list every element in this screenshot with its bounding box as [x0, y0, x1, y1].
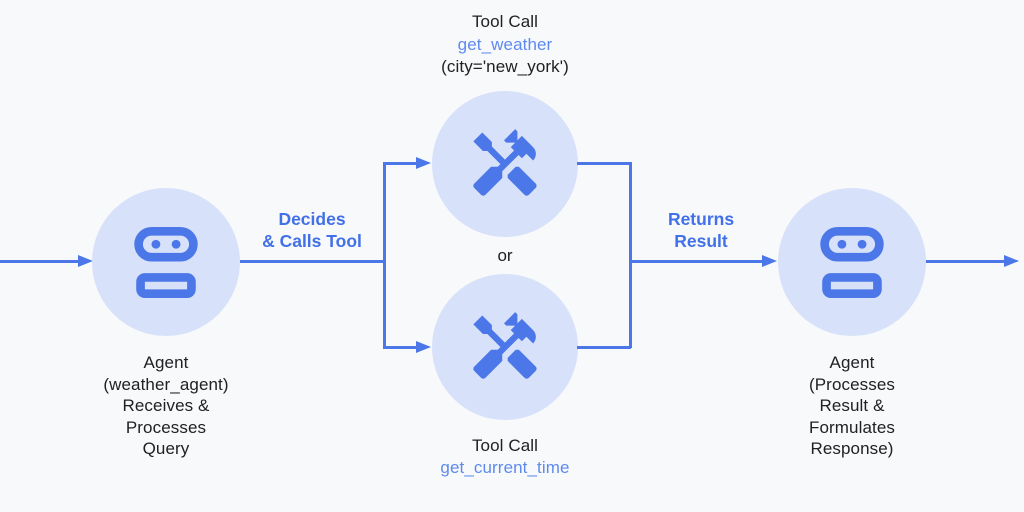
handyman-tools-icon	[473, 312, 537, 379]
connector-to-top-tool	[383, 162, 418, 165]
tool-call-top-title: Tool Call	[471, 12, 539, 31]
agent-left-label: Agent (weather_agent) Receives & Process…	[66, 352, 266, 460]
tool-call-bottom-function: get_current_time	[440, 458, 570, 477]
returns-label-line: Result	[674, 231, 728, 251]
connector-bottom-tool-out	[577, 346, 631, 349]
agent-left-label-line: Agent	[143, 353, 189, 372]
arrowhead-top-tool	[416, 156, 431, 169]
agent-node-left	[92, 188, 240, 336]
tool-node-bottom	[432, 274, 578, 420]
agent-right-label-line: (Processes	[808, 374, 896, 394]
agent-right-label-line: Response)	[810, 439, 894, 458]
or-label: or	[497, 246, 513, 265]
decides-label-line: & Calls Tool	[262, 231, 362, 251]
agent-left-label-line: Query	[142, 439, 190, 458]
tool-call-bottom-title: Tool Call	[471, 436, 539, 455]
tool-node-top	[432, 91, 578, 237]
connector-to-bottom-tool	[383, 346, 418, 349]
returns-result-label: Returns Result	[621, 208, 781, 252]
robot-icon	[134, 226, 198, 298]
arrowhead-incoming	[78, 254, 93, 267]
agent-left-label-line: Receives &	[122, 396, 210, 415]
connector-incoming-line	[0, 260, 80, 263]
decides-label-line: Decides	[278, 209, 346, 229]
agent-left-label-line: Processes	[125, 417, 207, 437]
handyman-tools-icon	[473, 129, 537, 196]
robot-icon	[820, 226, 884, 298]
connector-top-tool-out	[577, 162, 631, 165]
agent-right-label: Agent (Processes Result & Formulates Res…	[752, 352, 952, 460]
tool-call-top-args: (city='new_york')	[441, 57, 569, 76]
connector-branch-vertical-right	[629, 162, 632, 348]
tool-call-top-label: Tool Call get_weather (city='new_york')	[385, 11, 625, 79]
arrowhead-outgoing	[1004, 254, 1019, 267]
arrowhead-bottom-tool	[416, 340, 431, 353]
connector-branch-vertical-left	[383, 162, 386, 348]
agent-node-right	[778, 188, 926, 336]
agent-right-label-line: Agent	[829, 353, 875, 372]
agent-right-label-line: Formulates	[808, 417, 896, 437]
connector-outgoing-line	[926, 260, 1006, 263]
tool-call-bottom-label: Tool Call get_current_time	[385, 435, 625, 479]
decides-calls-tool-label: Decides & Calls Tool	[232, 208, 392, 252]
connector-branch-to-agent	[629, 260, 763, 263]
returns-label-line: Returns	[667, 209, 735, 229]
arrowhead-right-agent	[762, 254, 777, 267]
agent-right-label-line: Result &	[819, 396, 885, 415]
connector-agent-to-branch	[240, 260, 384, 263]
agent-left-label-line: (weather_agent)	[103, 374, 229, 394]
tool-call-top-function: get_weather	[457, 34, 553, 54]
